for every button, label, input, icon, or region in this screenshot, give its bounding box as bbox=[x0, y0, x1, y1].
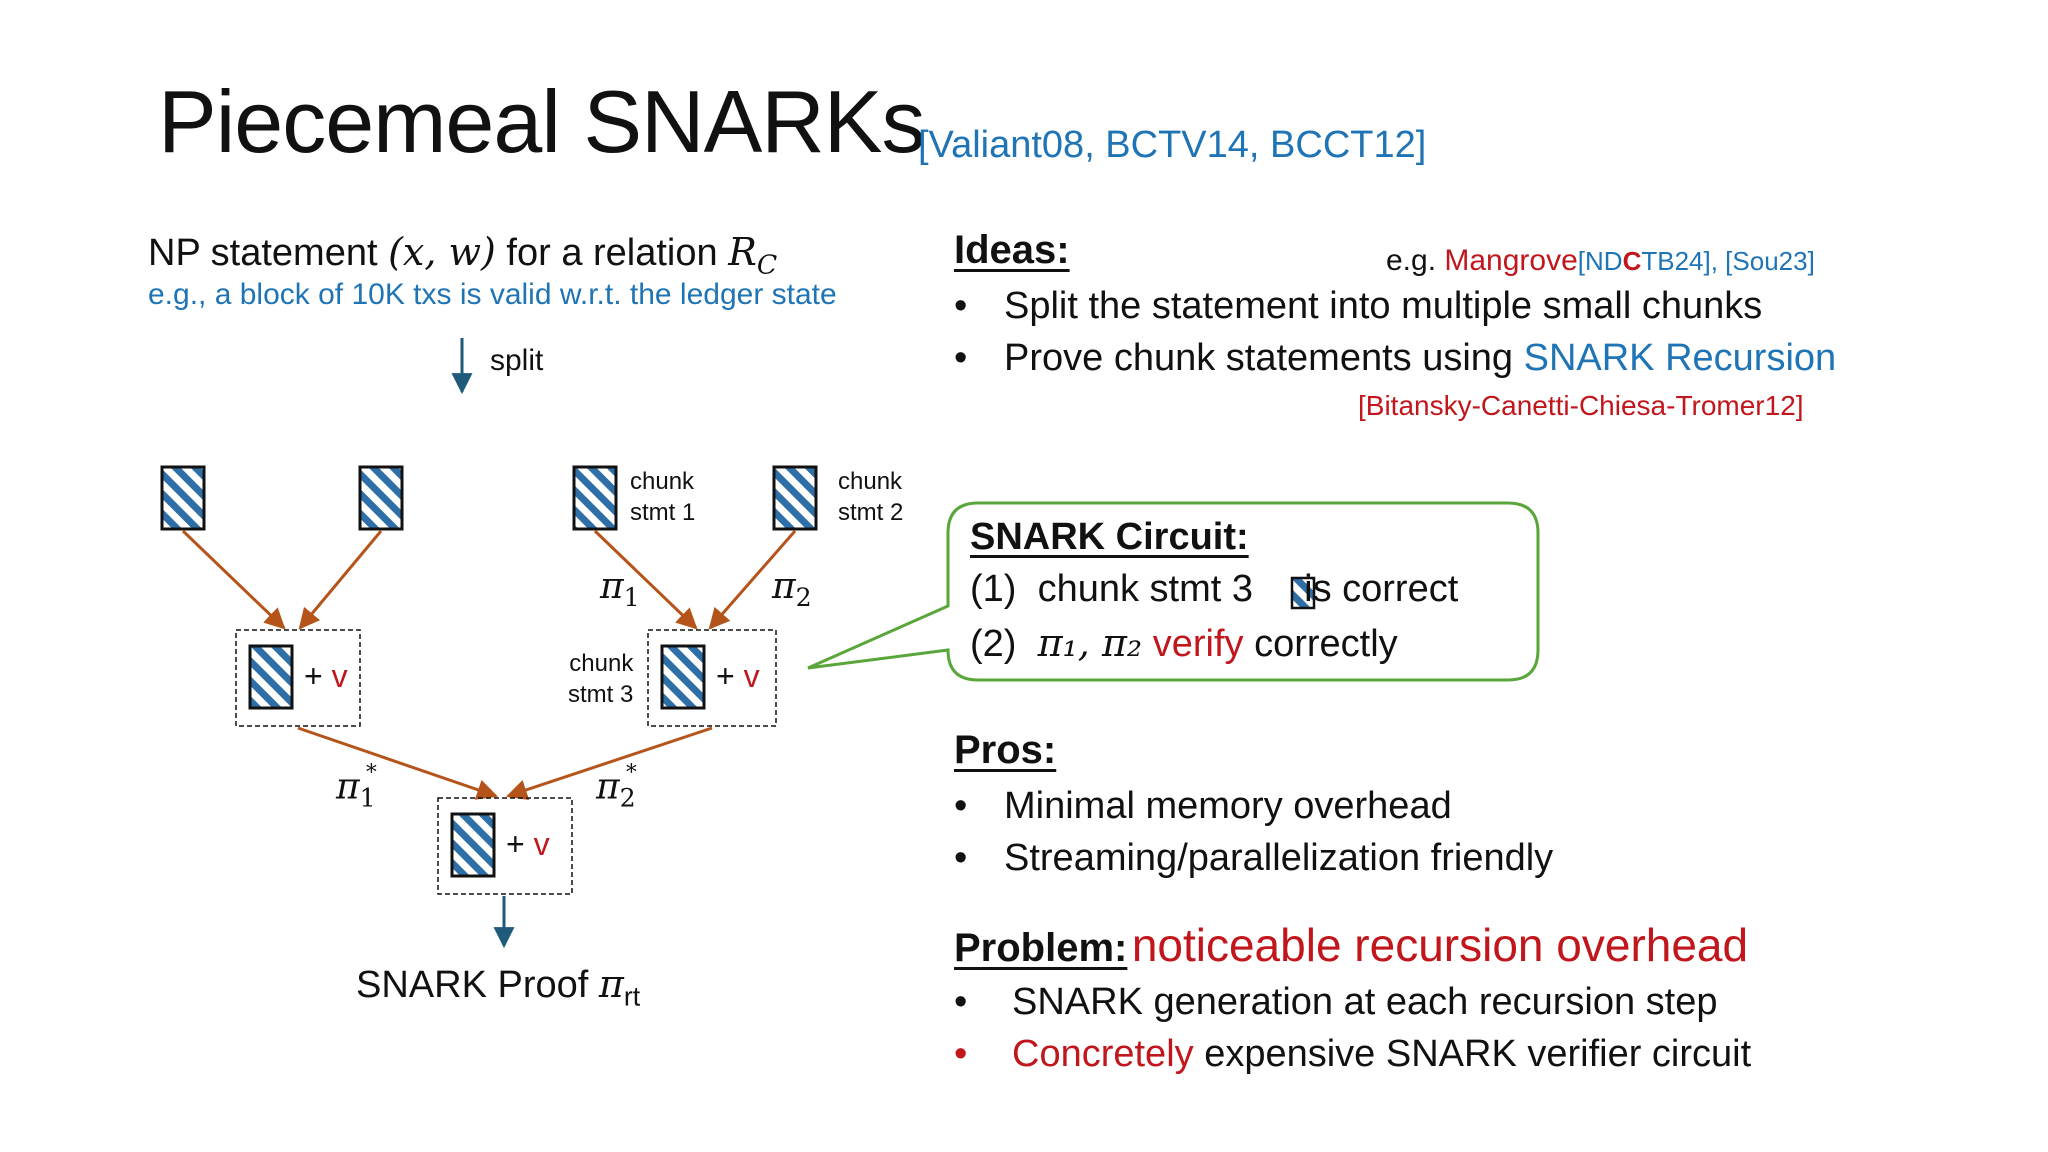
chunk-stmt3-label: chunk stmt 3 bbox=[568, 650, 634, 708]
pi2-label: π2 bbox=[772, 566, 812, 613]
plus-v-left: + v bbox=[304, 658, 348, 694]
arrow-b-to-left bbox=[298, 530, 383, 630]
list-item: •Prove chunk statements using SNARK Recu… bbox=[954, 337, 1837, 379]
problem-heading: Problem: bbox=[954, 926, 1128, 970]
np-example: e.g., a block of 10K txs is valid w.r.t.… bbox=[148, 278, 837, 311]
node-right-frame bbox=[647, 629, 777, 727]
arrow-a-to-left bbox=[181, 529, 286, 630]
node-right-chunk bbox=[660, 644, 706, 710]
pros-heading: Pros: bbox=[954, 728, 1057, 772]
root-chunk bbox=[450, 812, 496, 878]
problem-list: •SNARK generation at each recursion step… bbox=[954, 976, 1751, 1080]
node-left-chunk bbox=[248, 644, 294, 710]
callout-chunk-icon bbox=[1290, 576, 1316, 610]
chunk-box-a bbox=[160, 465, 206, 531]
chunk-stmt1-label: chunk stmt 1 bbox=[630, 468, 696, 526]
chunk-box-b bbox=[358, 465, 404, 531]
arrow-stmt2-to-right bbox=[708, 530, 797, 630]
node-left-frame bbox=[235, 629, 361, 727]
ideas-heading: Ideas: bbox=[954, 228, 1070, 272]
arrow-left-to-root bbox=[297, 726, 498, 800]
list-item: •Split the statement into multiple small… bbox=[954, 285, 1763, 327]
list-item: •Minimal memory overhead bbox=[954, 785, 1452, 827]
pros-list: •Minimal memory overhead •Streaming/para… bbox=[954, 780, 1553, 884]
circuit-line-1: (1) chunk stmt 3 is correct bbox=[970, 568, 1459, 610]
snark-circuit-heading: SNARK Circuit: bbox=[970, 516, 1249, 558]
arrow-right-to-root bbox=[506, 726, 713, 800]
np-vars: (x, w) bbox=[388, 230, 496, 274]
list-item: •Concretely expensive SNARK verifier cir… bbox=[954, 1033, 1752, 1075]
snark-circuit-text: SNARK Circuit: (1) chunk stmt 3 is corre… bbox=[970, 512, 1458, 671]
np-statement: NP statement (x, w) for a relation RC bbox=[148, 230, 778, 281]
chunk-stmt2-label: chunk stmt 2 bbox=[838, 468, 904, 526]
split-label: split bbox=[490, 344, 544, 377]
title-citation: [Valiant08, BCTV14, BCCT12] bbox=[918, 124, 1427, 166]
list-item: •Streaming/parallelization friendly bbox=[954, 837, 1554, 879]
chunk-box-stmt2 bbox=[772, 465, 818, 531]
chunk-box-stmt1 bbox=[572, 465, 618, 531]
relation-symbol: R bbox=[728, 230, 757, 274]
snark-proof-label: SNARK Proof πrt bbox=[356, 962, 641, 1012]
root-frame bbox=[437, 797, 573, 895]
plus-v-right: + v bbox=[716, 658, 760, 694]
pi2-star-label: π2* bbox=[596, 760, 637, 813]
ideas-example: e.g. Mangrove[NDCTB24], [Sou23] bbox=[1386, 244, 1815, 277]
circuit-line-2: (2) π₁, π₂ verify correctly bbox=[970, 621, 1398, 665]
slide-title: Piecemeal SNARKs bbox=[158, 72, 926, 171]
problem-headline: noticeable recursion overhead bbox=[1131, 919, 1749, 971]
ideas-list: •Split the statement into multiple small… bbox=[954, 280, 1836, 384]
list-item: •SNARK generation at each recursion step bbox=[954, 981, 1718, 1023]
pi1-star-label: π1* bbox=[336, 760, 377, 813]
plus-v-root: + v bbox=[506, 826, 550, 862]
arrow-stmt1-to-right bbox=[593, 529, 698, 630]
recursion-citation: [Bitansky-Canetti-Chiesa-Tromer12] bbox=[1358, 390, 1804, 421]
problem-heading-row: Problem: noticeable recursion overhead bbox=[954, 918, 1748, 972]
pi1-label: π1 bbox=[600, 566, 640, 613]
snark-circuit-callout bbox=[807, 501, 1540, 682]
